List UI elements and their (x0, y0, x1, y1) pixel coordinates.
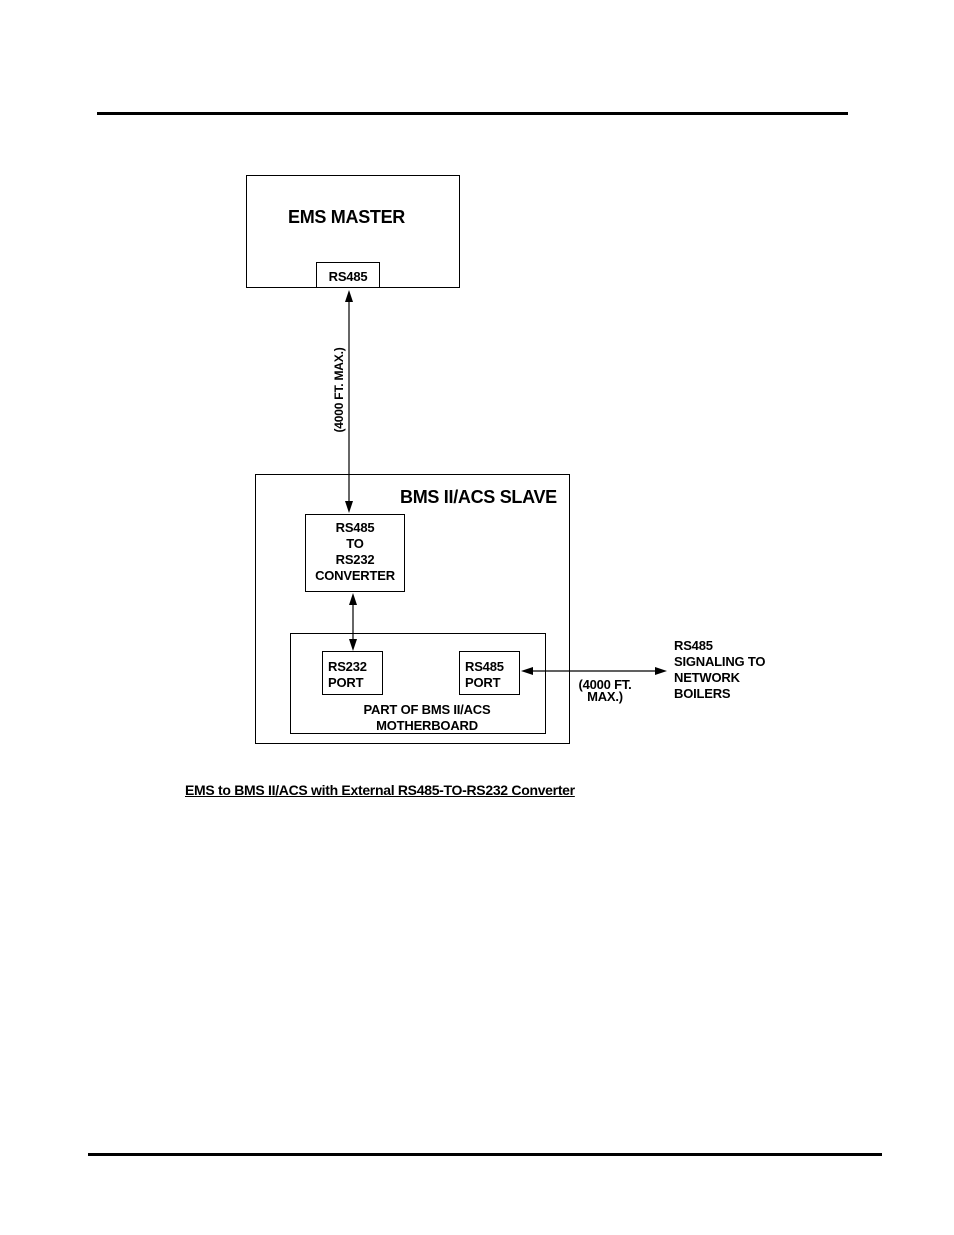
arrow-up-head (345, 290, 353, 302)
arrow-down-head (345, 501, 353, 513)
figure-caption: EMS to BMS II/ACS with External RS485-TO… (185, 782, 575, 798)
master-converter-link (345, 290, 353, 513)
arrow-down-head (349, 639, 357, 651)
arrow-left-head (521, 667, 533, 675)
arrow-right-head (655, 667, 667, 675)
rs485-network-link (521, 667, 667, 675)
arrow-up-head (349, 593, 357, 605)
converter-rs232-link (349, 593, 357, 651)
